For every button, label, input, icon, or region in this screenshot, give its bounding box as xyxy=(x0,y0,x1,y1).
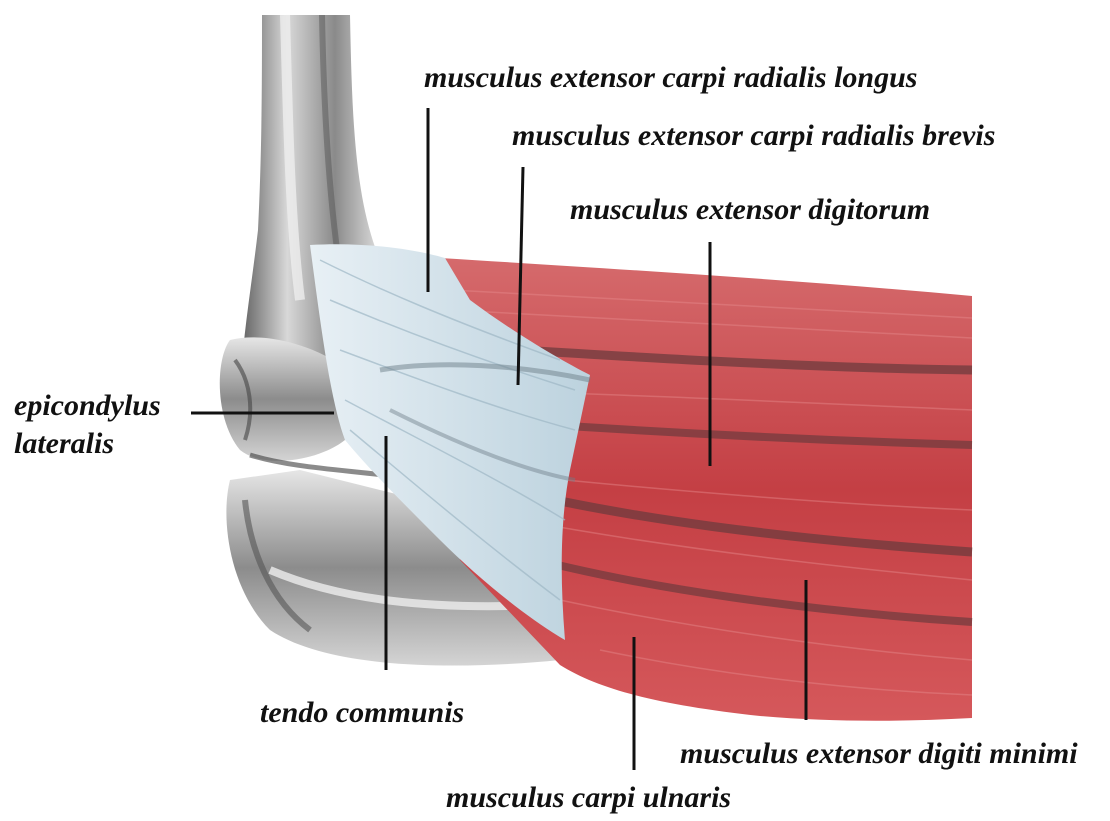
label-epicondylus-line2: lateralis xyxy=(14,426,114,462)
label-ecrb: musculus extensor carpi radialis brevis xyxy=(512,118,995,154)
label-edm: musculus extensor digiti minimi xyxy=(680,736,1078,772)
label-tendo: tendo communis xyxy=(260,695,464,731)
label-epicondylus-line1: epicondylus xyxy=(14,388,161,424)
label-ecu: musculus carpi ulnaris xyxy=(446,780,731,816)
label-ed: musculus extensor digitorum xyxy=(570,192,930,228)
label-ecrl: musculus extensor carpi radialis longus xyxy=(424,60,917,96)
